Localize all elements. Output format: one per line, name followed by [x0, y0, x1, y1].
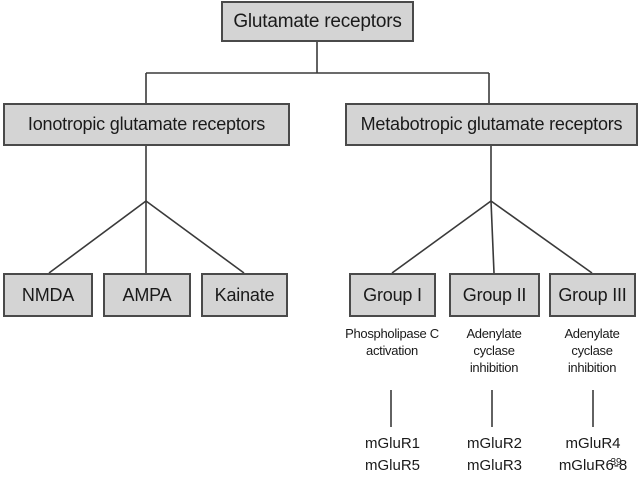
effect-line: inhibition	[469, 360, 519, 375]
page-number: 39	[610, 457, 622, 468]
iono-to-kainate-line	[145, 200, 245, 274]
group-1-subtypes: mGluR1 mGluR5	[350, 433, 435, 477]
effect-line: activation	[366, 343, 418, 358]
effect-line: cyclase	[571, 343, 613, 358]
effect-line: Adenylate	[466, 326, 522, 341]
node-ionotropic: Ionotropic glutamate receptors	[3, 103, 290, 146]
group-3-subtypes: mGluR4 mGluR6-8	[550, 433, 636, 477]
effect-line: Phospholipase C	[345, 326, 439, 341]
meta-to-group2-line	[490, 200, 495, 274]
group-2-effect: Adenylate cyclase inhibition	[448, 325, 540, 376]
subtype-label: mGluR5	[364, 457, 420, 474]
root-node-glutamate-receptors: Glutamate receptors	[221, 1, 414, 42]
node-ampa: AMPA	[103, 273, 191, 317]
effect-line: inhibition	[567, 360, 617, 375]
subtype-label: mGluR4	[565, 435, 621, 452]
subtype-label: mGluR2	[466, 435, 522, 452]
group-2-subtypes: mGluR2 mGluR3	[450, 433, 539, 477]
group-1-effect: Phospholipase C activation	[336, 325, 448, 359]
node-group-2: Group II	[449, 273, 540, 317]
node-metabotropic: Metabotropic glutamate receptors	[345, 103, 638, 146]
group-3-effect: Adenylate cyclase inhibition	[548, 325, 636, 376]
subtype-label: mGluR6-8	[558, 457, 628, 474]
meta-to-group3-line	[490, 200, 593, 274]
effect-line: cyclase	[473, 343, 515, 358]
node-kainate: Kainate	[201, 273, 288, 317]
node-nmda: NMDA	[3, 273, 93, 317]
node-group-1: Group I	[349, 273, 436, 317]
subtype-label: mGluR1	[364, 435, 420, 452]
node-group-3: Group III	[549, 273, 636, 317]
meta-to-group1-line	[391, 200, 492, 274]
effect-line: Adenylate	[564, 326, 620, 341]
subtype-label: mGluR3	[466, 457, 522, 474]
iono-to-nmda-line	[48, 200, 147, 274]
